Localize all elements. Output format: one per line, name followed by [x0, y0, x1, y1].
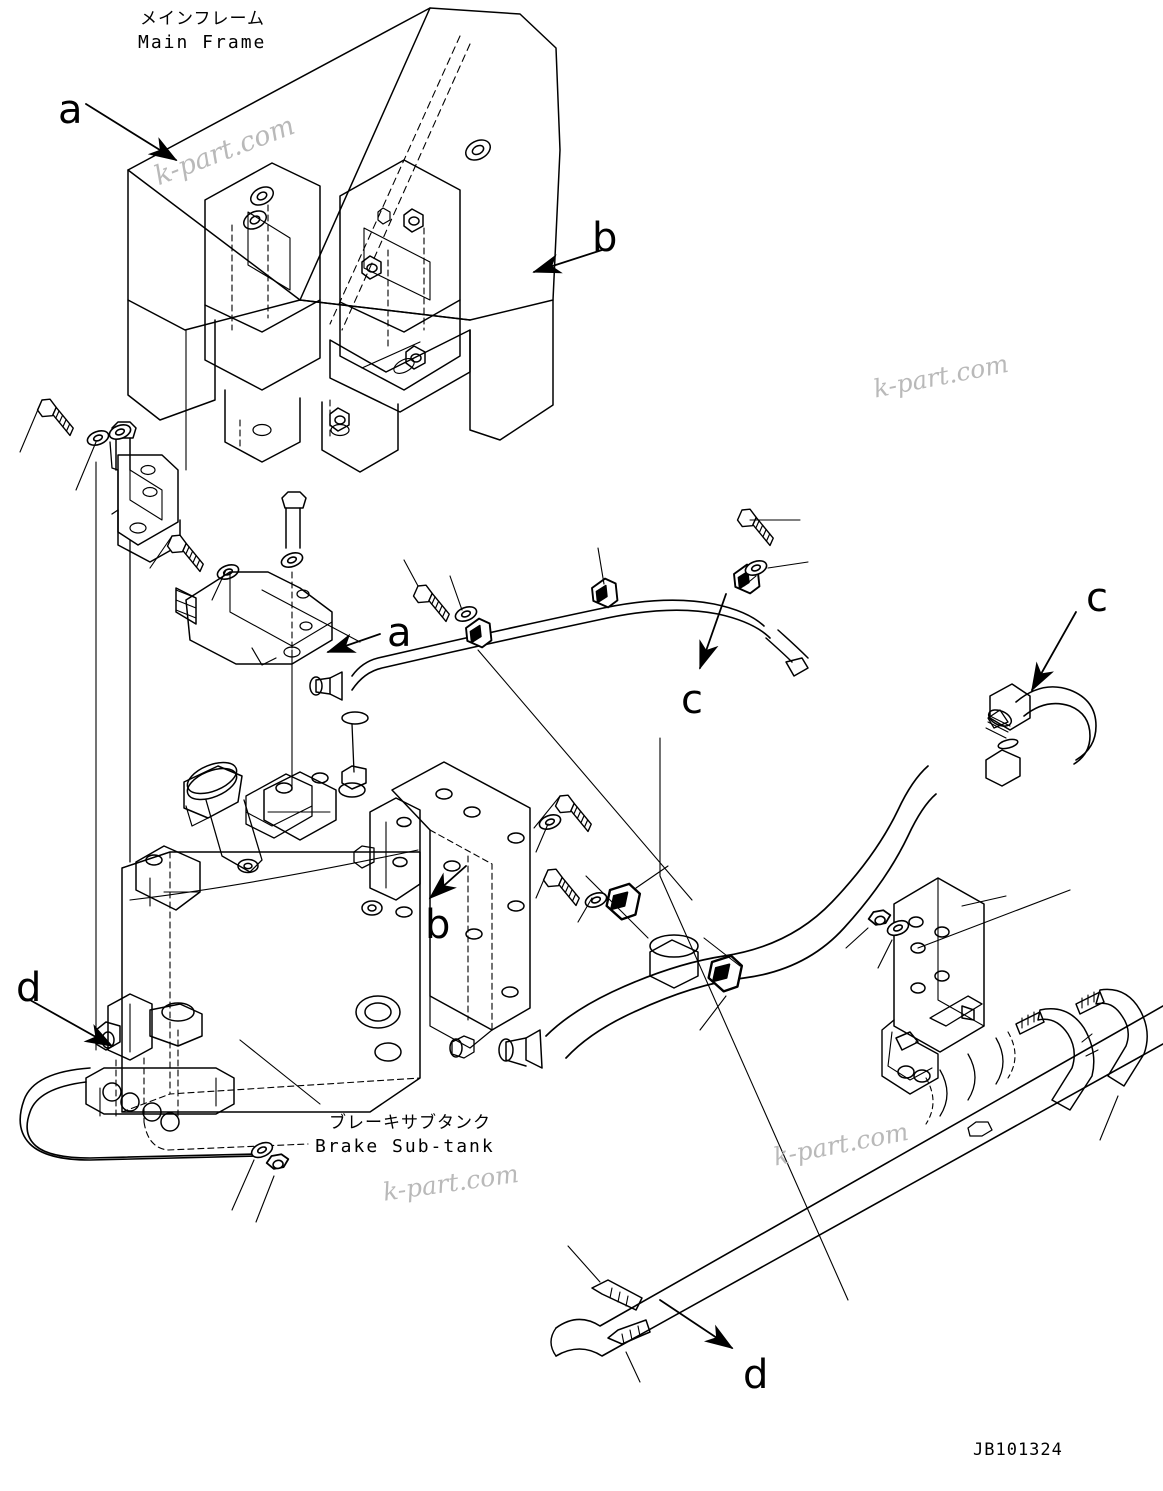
- main-frame-label-jp: メインフレーム: [140, 9, 265, 29]
- callout-c-left: c: [681, 677, 703, 723]
- hose-clamp-2: [590, 576, 620, 610]
- mid-bracket-assembly: [149, 491, 361, 666]
- brake-sub-tank-label-jp: ブレーキサブタンク: [329, 1113, 491, 1133]
- hose-upper-run: [309, 599, 809, 701]
- leader-lines: [95, 329, 849, 1301]
- plate-fasteners: [533, 791, 610, 923]
- callout-d-left: d: [16, 965, 42, 1011]
- hose-clamp-4: [603, 879, 643, 924]
- lower-left-hardware: [231, 1138, 291, 1223]
- callout-a-top: a: [58, 87, 83, 133]
- main-frame-body: [127, 7, 561, 441]
- lower-hose: [498, 683, 1097, 1069]
- valve-manifold: [19, 993, 309, 1161]
- left-bracket-assembly: [19, 395, 181, 863]
- callout-d-bottom: d: [743, 1352, 769, 1398]
- main-frame-label-en: Main Frame: [138, 32, 267, 53]
- frame-fasteners: [243, 186, 426, 432]
- mid-plate-bracket: [391, 761, 531, 1049]
- axle-clamps: [1015, 988, 1148, 1141]
- axle-tube: [550, 1005, 1163, 1357]
- brake-sub-tank-label-en: Brake Sub-tank: [315, 1136, 495, 1157]
- brake-sub-tank: [121, 711, 475, 1113]
- axle-bottom-fasteners: [567, 1245, 651, 1383]
- hose-clamp-hardware: [403, 505, 809, 625]
- callout-b-mid: b: [425, 902, 451, 948]
- callout-arrows: [29, 103, 1077, 1349]
- callout-b-top: b: [592, 215, 618, 261]
- callout-a-mid: a: [387, 610, 412, 656]
- frame-mount-plates: [204, 159, 471, 473]
- callout-c-right: c: [1086, 575, 1108, 621]
- drawing-number: JB101324: [973, 1440, 1063, 1460]
- axle-mount-bracket: [845, 877, 1071, 1095]
